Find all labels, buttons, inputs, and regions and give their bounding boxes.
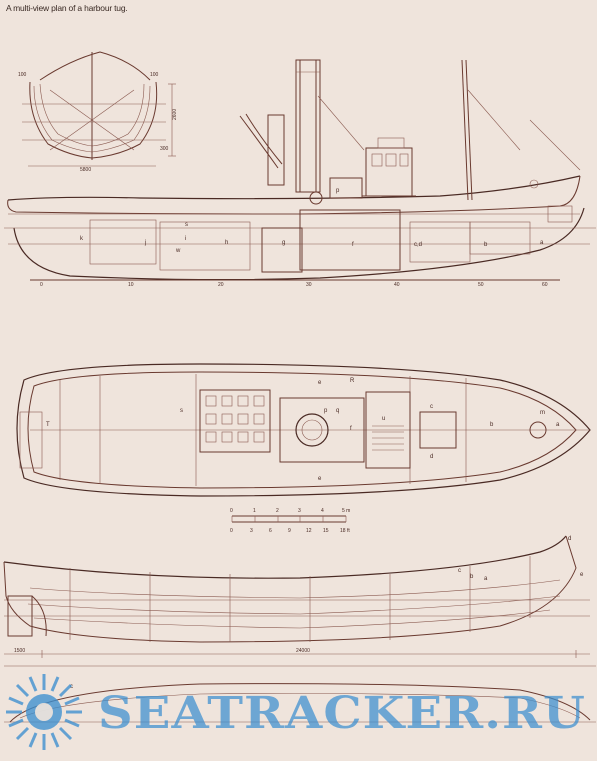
station-tick-2: 20	[218, 282, 224, 288]
compartment-cd: c,d	[414, 242, 422, 248]
scale-bar: 0 1 2 3 4 5 m 0 3 6 9 12 15 18 ft	[230, 508, 350, 534]
lines-label-b: b	[470, 574, 474, 580]
lines-dim-left: 1500	[14, 648, 25, 654]
deck-label-r: R	[350, 378, 355, 384]
station-tick-4: 40	[394, 282, 400, 288]
lines-label-e: e	[580, 572, 584, 578]
body-plan-dim-top-right: 100	[150, 72, 159, 78]
scale-metric-2: 2	[276, 508, 279, 514]
compartment-f: f	[352, 242, 354, 248]
deck-label-c: c	[430, 404, 433, 410]
watermark-sun-icon	[6, 674, 82, 750]
compartment-j: j	[144, 240, 146, 246]
deck-label-t: T	[46, 422, 50, 428]
deck-label-b: b	[490, 422, 494, 428]
deck-label-s: s	[180, 408, 183, 414]
scale-imperial-0: 0	[230, 528, 233, 534]
deck-label-f: f	[350, 426, 352, 432]
scale-metric-3: 3	[298, 508, 301, 514]
station-tick-6: 60	[542, 282, 548, 288]
lines-plan: 1500 24000 d c b a e c	[3, 535, 590, 690]
body-plan-dim-top-left: 100	[18, 72, 27, 78]
scale-imperial-1: 3	[250, 528, 253, 534]
scale-metric-1: 1	[253, 508, 256, 514]
lines-label-a: a	[484, 576, 488, 582]
scale-imperial-4: 12	[306, 528, 312, 534]
compartment-p: p	[336, 188, 340, 194]
profile-view: 0 10 20 30 40 50 60 k j i h g f c,d b a …	[4, 59, 596, 288]
station-tick-1: 10	[128, 282, 134, 288]
scale-imperial-3: 9	[288, 528, 291, 534]
deck-label-u: u	[382, 416, 385, 422]
compartment-h: h	[225, 240, 228, 246]
watermark: SEATRACKER.RU	[6, 674, 586, 750]
compartment-i: i	[185, 236, 186, 242]
deck-label-m: m	[540, 410, 545, 416]
compartment-a: a	[540, 240, 544, 246]
deck-label-e-top: e	[318, 380, 322, 386]
compartment-s: s	[185, 222, 188, 228]
scale-imperial-6: 18 ft	[340, 528, 350, 534]
body-plan: 100 100 2600 300 5800	[18, 51, 178, 173]
half-breadth-plan	[4, 665, 596, 723]
lines-label-c: c	[458, 568, 461, 574]
scale-imperial-2: 6	[269, 528, 272, 534]
scale-metric-0: 0	[230, 508, 233, 514]
scale-metric-4: 4	[321, 508, 324, 514]
station-tick-3: 30	[306, 282, 312, 288]
body-plan-dim-width: 5800	[80, 167, 91, 173]
lines-label-c-lower: c	[70, 684, 73, 690]
station-tick-5: 50	[478, 282, 484, 288]
station-tick-0: 0	[40, 282, 43, 288]
deck-label-q: q	[336, 408, 339, 414]
caption: A multi-view plan of a harbour tug.	[6, 3, 128, 13]
lines-label-d: d	[568, 536, 571, 542]
compartment-g: g	[282, 240, 285, 246]
compartment-b: b	[484, 242, 488, 248]
deck-plan: e e p q u c d b m a R T s f	[16, 363, 591, 497]
watermark-text: SEATRACKER.RU	[98, 688, 586, 739]
lines-dim-main: 24000	[296, 648, 310, 654]
deck-label-p: p	[324, 408, 328, 414]
deck-label-a: a	[556, 422, 560, 428]
scale-imperial-5: 15	[323, 528, 329, 534]
deck-label-e-bottom: e	[318, 476, 322, 482]
body-plan-dim-small: 300	[160, 146, 169, 152]
deck-label-d: d	[430, 454, 433, 460]
body-plan-dim-height: 2600	[172, 109, 178, 120]
compartment-w: w	[175, 248, 181, 254]
compartment-k: k	[80, 236, 84, 242]
scale-metric-5: 5 m	[342, 508, 350, 514]
